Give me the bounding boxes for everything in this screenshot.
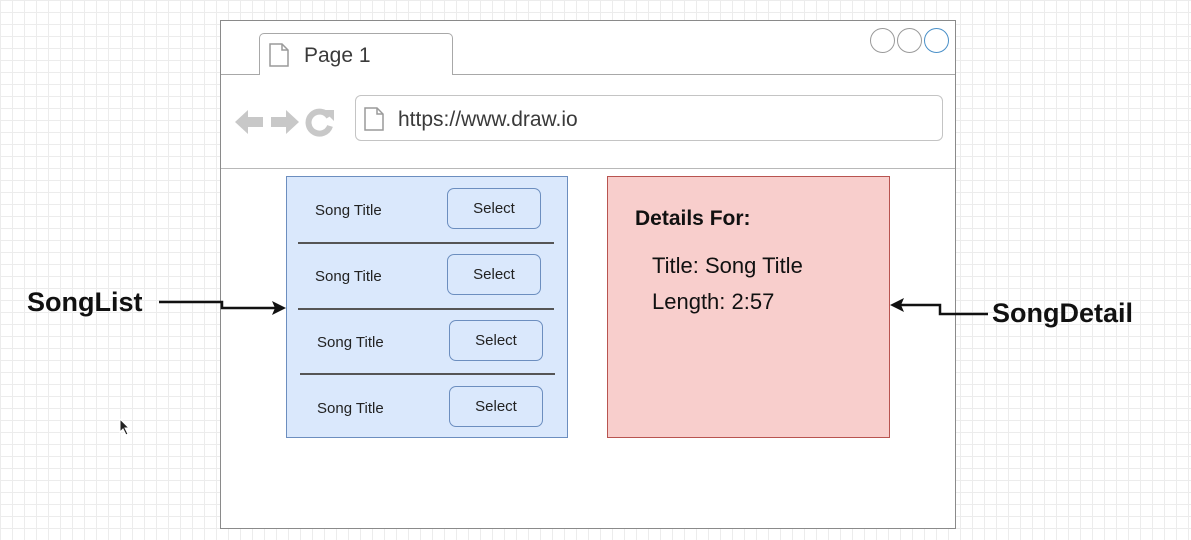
- row-divider: [298, 242, 554, 244]
- songlist-arrow: [159, 300, 280, 310]
- select-button[interactable]: Select: [449, 320, 543, 361]
- select-button[interactable]: Select: [447, 254, 541, 295]
- window-control-circle[interactable]: [897, 28, 922, 53]
- song-list-item: Song Title Select: [287, 386, 567, 432]
- document-icon: [364, 107, 384, 131]
- tab-bar: Page 1: [221, 21, 955, 75]
- browser-toolbar: https://www.draw.io: [221, 75, 955, 169]
- song-list-item: Song Title Select: [287, 320, 567, 366]
- song-list-item: Song Title Select: [287, 188, 567, 234]
- address-bar[interactable]: https://www.draw.io: [355, 95, 943, 141]
- url-text: https://www.draw.io: [398, 108, 578, 131]
- detail-title-line: Title: Song Title: [652, 253, 803, 278]
- tab-label: Page 1: [304, 44, 371, 67]
- song-title: Song Title: [317, 400, 384, 417]
- document-icon: [269, 43, 289, 67]
- select-button[interactable]: Select: [447, 188, 541, 229]
- tab-page-1[interactable]: Page 1: [259, 33, 453, 75]
- song-title: Song Title: [315, 268, 382, 285]
- songlist-label: SongList: [27, 287, 143, 317]
- songdetail-arrow: [896, 303, 988, 316]
- song-title: Song Title: [315, 202, 382, 219]
- row-divider: [298, 308, 554, 310]
- detail-length-line: Length: 2:57: [652, 289, 775, 314]
- songdetail-arrowhead: [890, 298, 904, 312]
- back-arrow-icon[interactable]: [233, 108, 265, 136]
- songdetail-panel: Details For: Title: Song Title Length: 2…: [607, 176, 890, 438]
- window-control-circle[interactable]: [924, 28, 949, 53]
- forward-arrow-icon[interactable]: [269, 108, 301, 136]
- mouse-cursor-icon: [119, 418, 131, 436]
- song-list-item: Song Title Select: [287, 254, 567, 300]
- window-control-circle[interactable]: [870, 28, 895, 53]
- songdetail-label: SongDetail: [992, 298, 1134, 328]
- songlist-arrowhead: [272, 301, 286, 315]
- window-controls: [870, 28, 949, 53]
- reload-icon[interactable]: [305, 107, 335, 137]
- nav-buttons: [233, 107, 335, 137]
- select-button[interactable]: Select: [449, 386, 543, 427]
- song-title: Song Title: [317, 334, 384, 351]
- details-heading: Details For:: [635, 207, 751, 230]
- row-divider: [300, 373, 555, 375]
- songlist-panel: Song Title Select Song Title Select Song…: [286, 176, 568, 438]
